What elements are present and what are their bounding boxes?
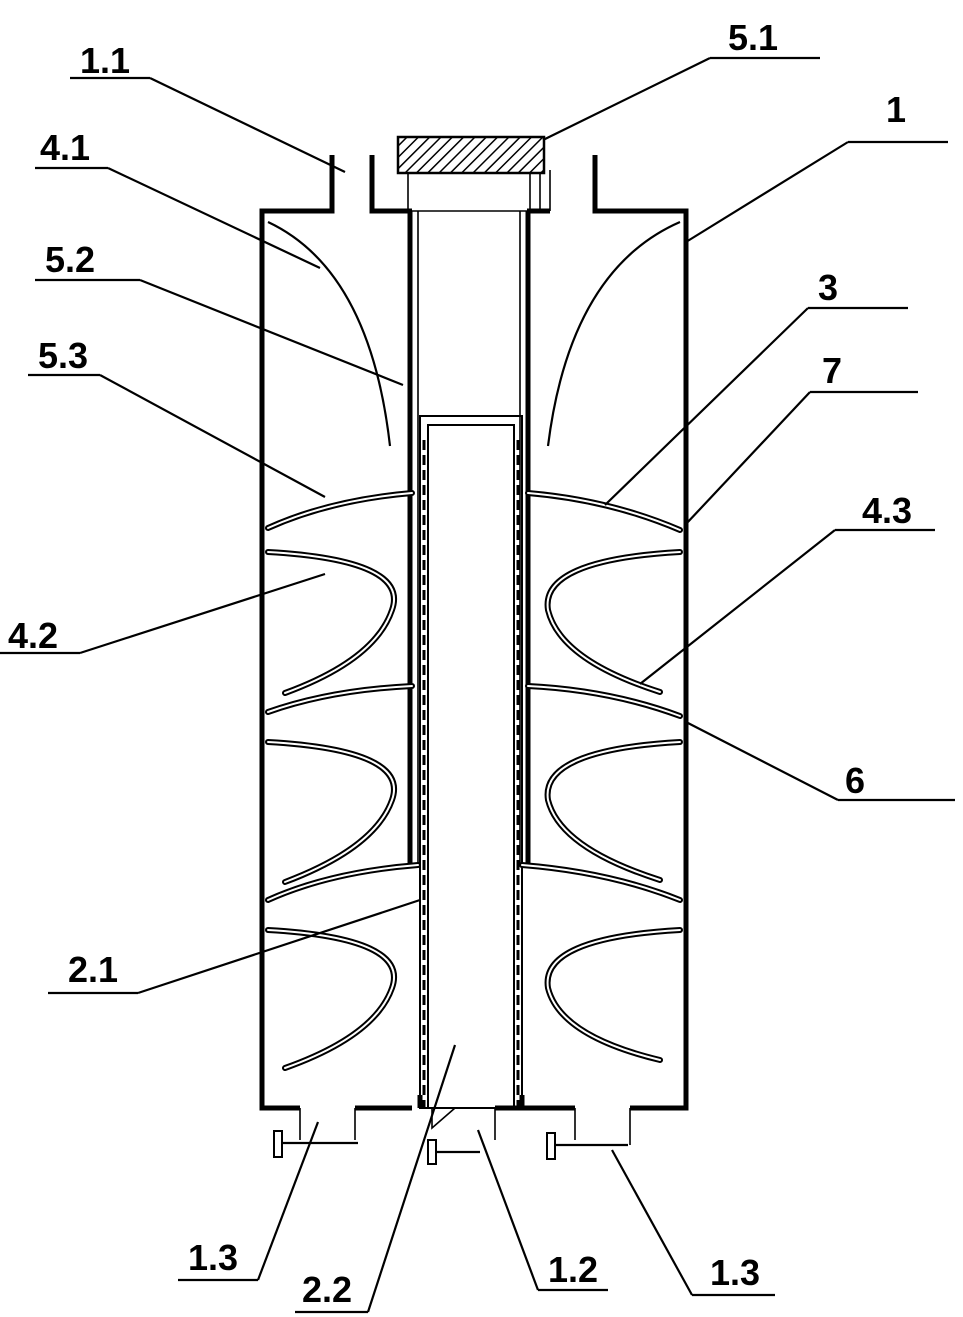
label-5-1: 5.1 <box>728 17 778 58</box>
label-1-1: 1.1 <box>80 40 130 81</box>
label-1-2: 1.2 <box>548 1249 598 1290</box>
label-4-3: 4.3 <box>862 490 912 531</box>
fins-right <box>519 490 683 1063</box>
label-4-1: 4.1 <box>40 127 90 168</box>
bottom-outlets <box>273 1107 631 1165</box>
top-cap <box>396 135 546 211</box>
label-1: 1 <box>886 89 906 130</box>
inner-tube <box>417 415 525 1109</box>
label-2-1: 2.1 <box>68 949 118 990</box>
label-4-2: 4.2 <box>8 615 58 656</box>
label-1-3-right: 1.3 <box>710 1252 760 1293</box>
outer-shell <box>259 155 689 1111</box>
label-5-2: 5.2 <box>45 239 95 280</box>
label-6: 6 <box>845 760 865 801</box>
label-1-3-left: 1.3 <box>188 1237 238 1278</box>
labels: 1.1 5.1 1 4.1 5.2 3 5.3 7 4.3 4.2 6 2.1 … <box>8 17 912 1310</box>
label-3: 3 <box>818 267 838 308</box>
fins-left <box>265 490 421 1071</box>
label-7: 7 <box>822 350 842 391</box>
label-2-2: 2.2 <box>302 1269 352 1310</box>
top-deflectors <box>267 220 681 447</box>
leader-lines <box>0 56 955 1314</box>
label-5-3: 5.3 <box>38 335 88 376</box>
central-tube <box>407 210 531 865</box>
